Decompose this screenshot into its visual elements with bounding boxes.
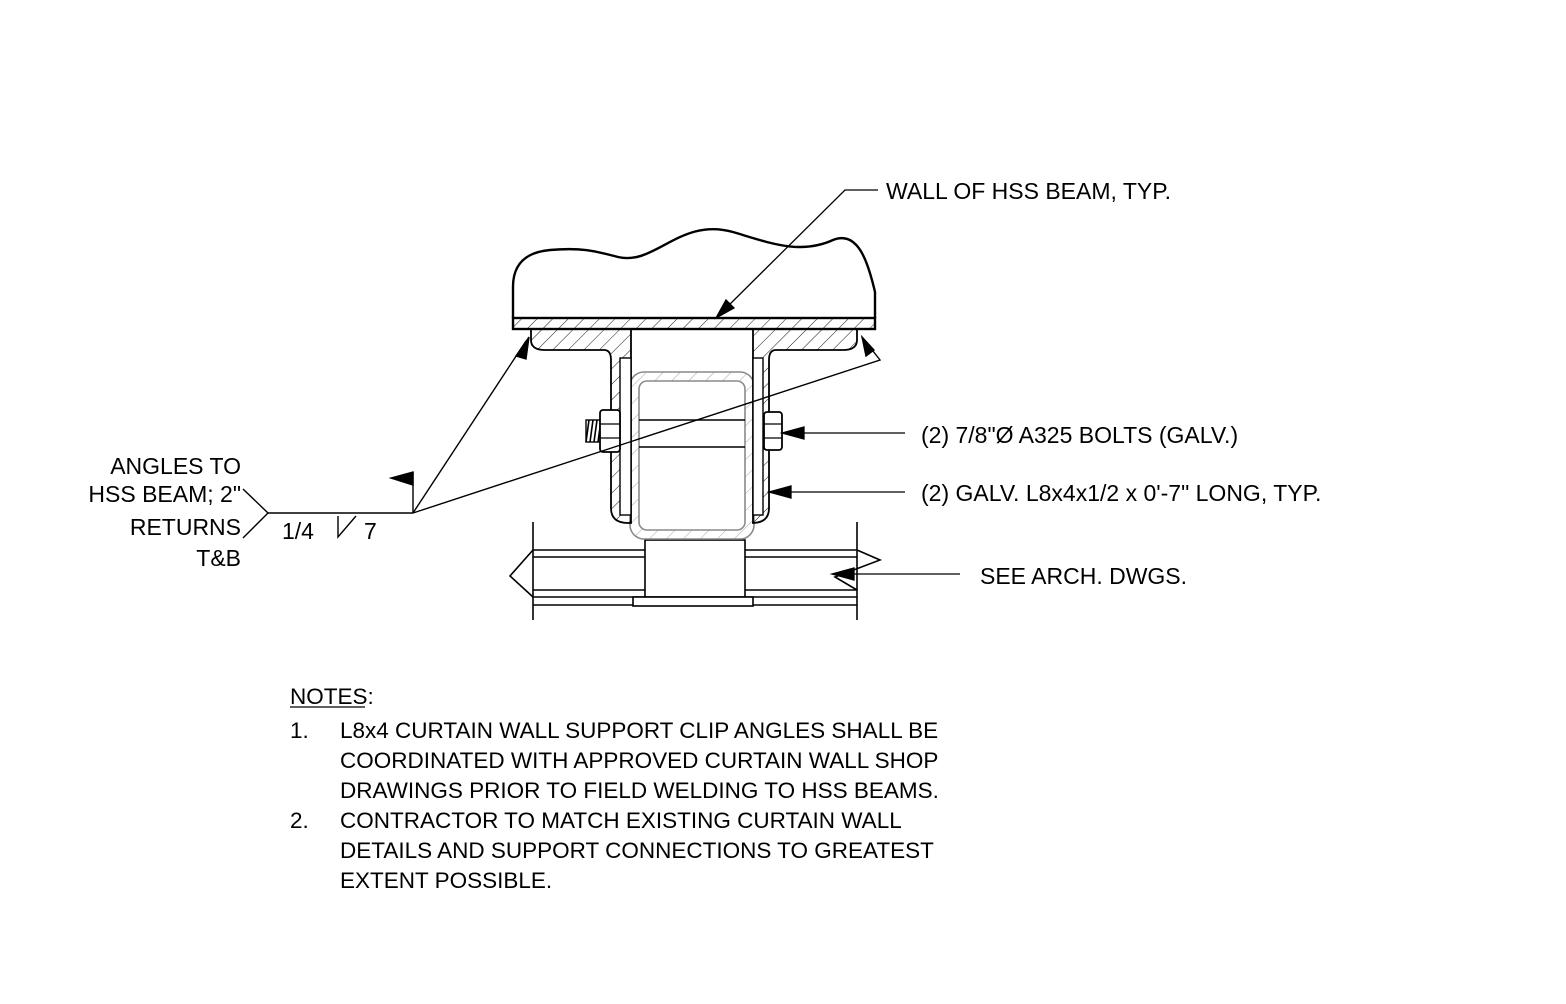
leader-arch <box>829 567 960 581</box>
weld-note-line-2: HSS BEAM; 2" <box>88 481 241 507</box>
note-1-number: 1. <box>290 718 309 743</box>
leader-bolts <box>779 426 905 440</box>
leader-angles <box>766 485 905 499</box>
note-2-number: 2. <box>290 808 309 833</box>
curtain-wall-mullion-tube <box>629 371 755 540</box>
notes-block: NOTES: 1. L8x4 CURTAIN WALL SUPPORT CLIP… <box>290 684 939 893</box>
bolt-assembly <box>585 409 783 453</box>
weld-note-line-3: RETURNS <box>130 514 241 540</box>
callout-bolts: (2) 7/8"Ø A325 BOLTS (GALV.) <box>921 422 1238 448</box>
notes-heading: NOTES: <box>290 684 374 709</box>
note-1-line-3: DRAWINGS PRIOR TO FIELD WELDING TO HSS B… <box>340 778 939 803</box>
leader-hss-wall <box>714 189 878 320</box>
note-2-line-2: DETAILS AND SUPPORT CONNECTIONS TO GREAT… <box>340 838 934 863</box>
weld-note-line-4: T&B <box>196 545 241 571</box>
note-1-line-1: L8x4 CURTAIN WALL SUPPORT CLIP ANGLES SH… <box>340 718 938 743</box>
note-1-line-2: COORDINATED WITH APPROVED CURTAIN WALL S… <box>340 748 938 773</box>
weld-size: 1/4 <box>282 518 314 544</box>
hss-beam-wall <box>511 316 877 331</box>
note-2-line-3: EXTENT POSSIBLE. <box>340 868 552 893</box>
weld-note-line-1: ANGLES TO <box>110 453 241 479</box>
callout-angles: (2) GALV. L8x4x1/2 x 0'-7" LONG, TYP. <box>921 480 1321 506</box>
curtain-wall-frame <box>508 522 883 620</box>
weld-symbol <box>242 334 882 539</box>
callout-hss-wall: WALL OF HSS BEAM, TYP. <box>886 178 1171 204</box>
weld-tail-note: ANGLES TO HSS BEAM; 2" RETURNS T&B <box>88 453 241 571</box>
weld-length: 7 <box>364 518 377 544</box>
note-2-line-1: CONTRACTOR TO MATCH EXISTING CURTAIN WAL… <box>340 808 902 833</box>
hss-beam-break-outline <box>511 227 877 318</box>
callout-arch-dwgs: SEE ARCH. DWGS. <box>980 563 1187 589</box>
